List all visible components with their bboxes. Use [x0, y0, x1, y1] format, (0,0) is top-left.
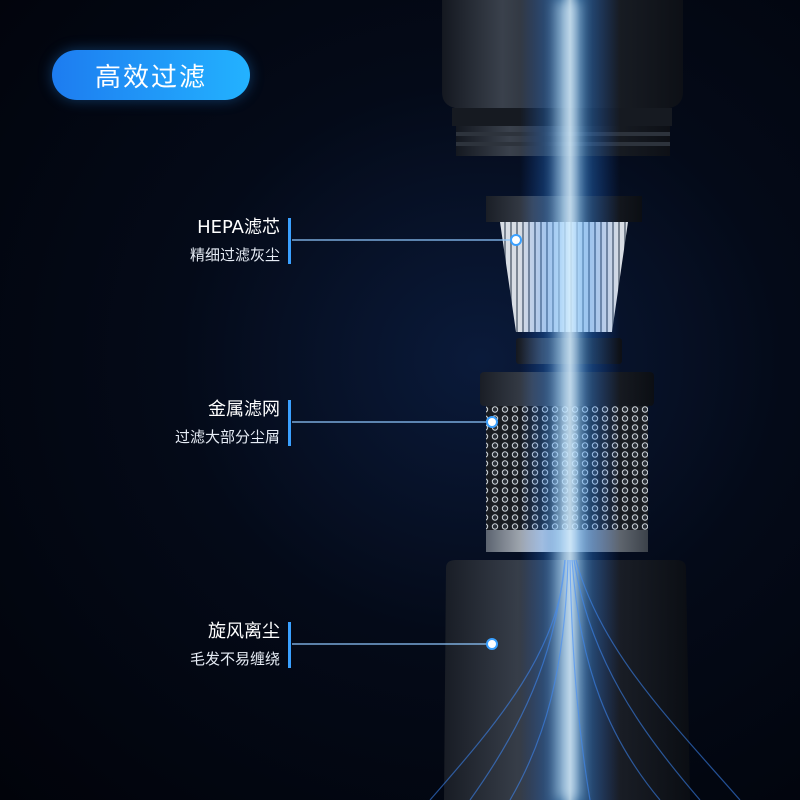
callout-metal-mesh: 金属滤网 过滤大部分尘屑	[0, 398, 291, 448]
callout-title: 旋风离尘	[208, 621, 280, 642]
callout-accent-bar	[288, 218, 291, 264]
badge-text: 高效过滤	[94, 62, 207, 93]
callout-subtitle: 过滤大部分尘屑	[174, 428, 280, 446]
callout-cyclone-separation: 旋风离尘 毛发不易缠绕	[0, 620, 291, 670]
callout-title: 金属滤网	[208, 399, 280, 420]
callout-subtitle: 精细过滤灰尘	[189, 246, 280, 264]
callout-accent-bar	[288, 400, 291, 446]
callout-accent-bar	[288, 622, 291, 668]
callout-subtitle: 毛发不易缠绕	[189, 650, 280, 668]
callout-hepa-filter: HEPA滤芯 精细过滤灰尘	[0, 216, 291, 266]
efficient-filtration-badge: 高效过滤	[52, 50, 250, 100]
callout-title: HEPA滤芯	[197, 217, 280, 238]
